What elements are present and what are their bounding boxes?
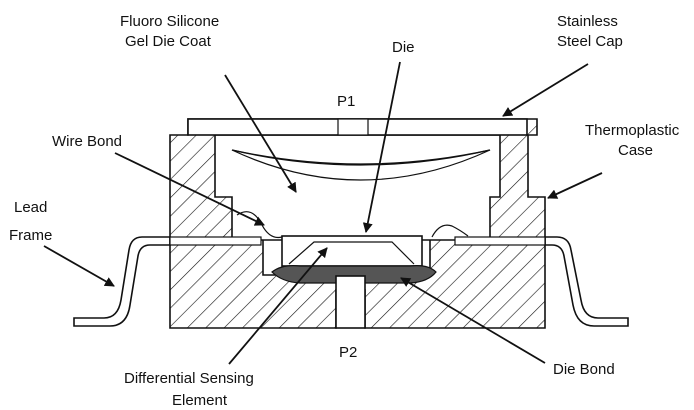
gel-die-coat	[231, 149, 491, 181]
label-steel-cap: Steel Cap	[557, 33, 623, 50]
label-frame: Frame	[9, 227, 52, 244]
arrow-fluoro-gel	[224, 74, 297, 193]
arrow-lead-frame	[43, 245, 115, 287]
label-thermoplastic: Thermoplastic	[585, 122, 680, 139]
arrow-sensing-element	[228, 247, 328, 365]
differential-sensing-element	[288, 241, 415, 265]
lead-frame-inner-right	[454, 236, 546, 246]
wire-bond-right	[431, 224, 469, 238]
label-gel-die-coat: Gel Die Coat	[125, 33, 212, 50]
arrow-steel-cap	[502, 63, 589, 117]
label-differential-sensing: Differential Sensing	[124, 370, 254, 387]
label-p2: P2	[339, 344, 357, 361]
label-lead: Lead	[14, 199, 47, 216]
label-die: Die	[392, 39, 415, 56]
die	[281, 235, 423, 267]
lead-frame-inner-left	[169, 236, 262, 246]
cap-port-p1	[337, 118, 369, 136]
die-bond	[271, 265, 437, 284]
label-fluoro-silicone: Fluoro Silicone	[120, 13, 219, 30]
label-p1: P1	[337, 93, 355, 110]
lead-frame-right	[544, 236, 629, 327]
label-case: Case	[618, 142, 653, 159]
bottom-port-p2	[335, 275, 366, 329]
label-die-bond: Die Bond	[553, 361, 615, 378]
arrow-die	[362, 61, 401, 233]
arrow-thermoplastic-case	[547, 172, 603, 199]
label-wire-bond: Wire Bond	[52, 133, 122, 150]
label-element: Element	[172, 392, 228, 409]
arrow-wire-bond	[114, 152, 265, 226]
arrow-die-bond	[400, 277, 546, 364]
label-stainless: Stainless	[557, 13, 618, 30]
lead-frame-left	[73, 236, 171, 327]
